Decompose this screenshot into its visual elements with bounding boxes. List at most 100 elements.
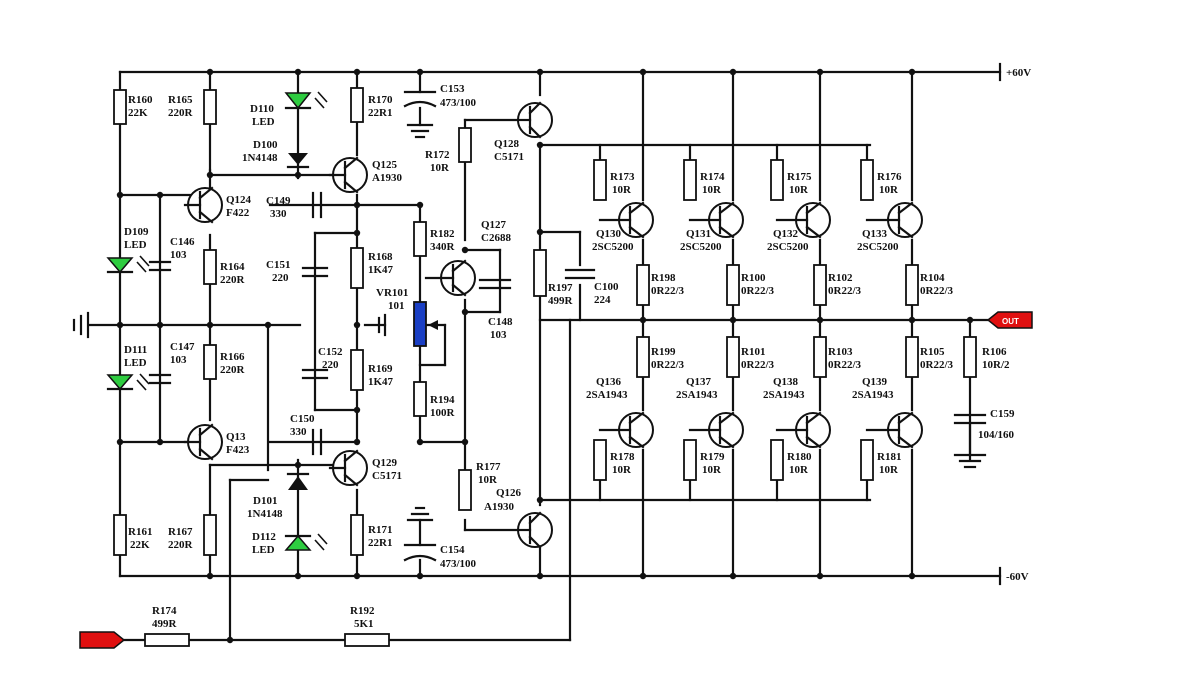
capacitor-C147 [148,373,172,385]
resistor-R192 [344,633,390,647]
rail-negative-label: -60V [1006,571,1029,583]
label-R177-val: 10R [478,474,498,486]
wires [88,70,1002,642]
label-R170-val: 22R1 [368,107,392,119]
label-R168-val: 1K47 [368,264,394,276]
label-R174in-val: 499R [152,618,178,630]
resistor-R170 [350,87,364,123]
transistor-Q131 [688,201,744,239]
label-D112-ref: D112 [252,531,276,543]
resistor-R173 [593,159,607,201]
label-R166-val: 220R [220,364,246,376]
label-VR101-ref: VR101 [376,287,408,299]
label-C153-ref: C153 [440,83,465,95]
resistor-R198 [636,264,650,306]
transistor-Q139 [865,411,923,449]
resistor-R103 [813,336,827,378]
label-R160-val: 22K [128,107,148,119]
resistor-R171 [350,514,364,556]
label-Q125-val: A1930 [372,172,402,184]
label-Q133-val: 2SC5200 [857,241,899,253]
label-Q138-ref: Q138 [773,376,799,388]
label-R174in-ref: R174 [152,605,177,617]
transistor-Q132 [775,201,831,239]
junctions [116,68,974,644]
transistor-Q137 [688,411,744,449]
label-R106-val: 10R/2 [982,359,1010,371]
label-Q137-val: 2SA1943 [676,389,718,401]
label-R103-val: 0R22/3 [828,359,862,371]
label-R176-ref: R176 [877,171,902,183]
diode-D100 [286,153,310,169]
label-D112-val: LED [252,544,275,556]
transistor-Q133 [865,201,923,239]
transistor-Q128 [517,101,553,139]
label-R105-ref: R105 [920,346,945,358]
label-R178-val: 10R [612,464,632,476]
label-Q129-val: C5171 [372,470,402,482]
label-Q124-val: F422 [226,207,250,219]
label-C149-val: 330 [270,208,287,220]
output-terminal[interactable]: OUT [986,311,1033,329]
capacitor-C149 [311,191,323,219]
label-R161-ref: R161 [128,526,152,538]
label-Q133-ref: Q133 [862,228,888,240]
label-R172-val: 10R [430,162,450,174]
label-C154-ref: C154 [440,544,465,556]
resistor-R168 [350,247,364,289]
label-R171-ref: R171 [368,524,392,536]
transistor-Q129 [328,449,368,487]
resistor-R106 [963,336,977,378]
label-R174-val: 10R [702,184,722,196]
label-R165-ref: R165 [168,94,193,106]
label-C152-ref: C152 [318,346,343,358]
label-R198-ref: R198 [651,272,676,284]
label-R199-val: 0R22/3 [651,359,685,371]
label-R182-ref: R182 [430,228,455,240]
label-C153-val: 473/100 [440,97,477,109]
ground-symbol-c154 [406,506,434,547]
label-R170-ref: R170 [368,94,393,106]
label-Q136-val: 2SA1943 [586,389,628,401]
label-C100-ref: C100 [594,281,619,293]
resistor-R165 [203,89,217,125]
led-D109 [106,255,150,274]
resistor-R105 [905,336,919,378]
label-Q127-val: C2688 [481,232,511,244]
resistor-R169 [350,349,364,391]
label-R175-ref: R175 [787,171,812,183]
input-terminal[interactable] [79,631,126,649]
label-R100-ref: R100 [741,272,766,284]
capacitor-C151 [301,266,329,278]
label-D100-ref: D100 [253,139,278,151]
label-R182-val: 340R [430,241,456,253]
resistor-R179 [683,439,697,481]
transistor-Q130 [598,201,654,239]
label-R172-ref: R172 [425,149,450,161]
label-R173-val: 10R [612,184,632,196]
label-Q130-val: 2SC5200 [592,241,634,253]
resistor-R160 [113,89,127,125]
label-Q13-ref: Q13 [226,431,246,443]
label-C159-val: 104/160 [978,429,1015,441]
grounds [72,123,987,547]
resistor-R174 [683,159,697,201]
transistor-Q124 [183,186,223,224]
label-C146-val: 103 [170,249,187,261]
label-R169-ref: R169 [368,363,393,375]
label-Q131-val: 2SC5200 [680,241,722,253]
label-D110-val: LED [252,116,275,128]
label-R198-val: 0R22/3 [651,285,685,297]
label-Q129-ref: Q129 [372,457,398,469]
label-Q126-val: A1930 [484,501,514,513]
capacitor-C152 [301,368,329,380]
label-R197-val: 499R [548,295,574,307]
transistor-Q127 [424,259,476,297]
label-D111-val: LED [124,357,147,369]
label-R181-val: 10R [879,464,899,476]
label-R106-ref: R106 [982,346,1007,358]
label-R104-val: 0R22/3 [920,285,954,297]
label-D111-ref: D111 [124,344,147,356]
label-R177-ref: R177 [476,461,501,473]
label-R194-ref: R194 [430,394,455,406]
